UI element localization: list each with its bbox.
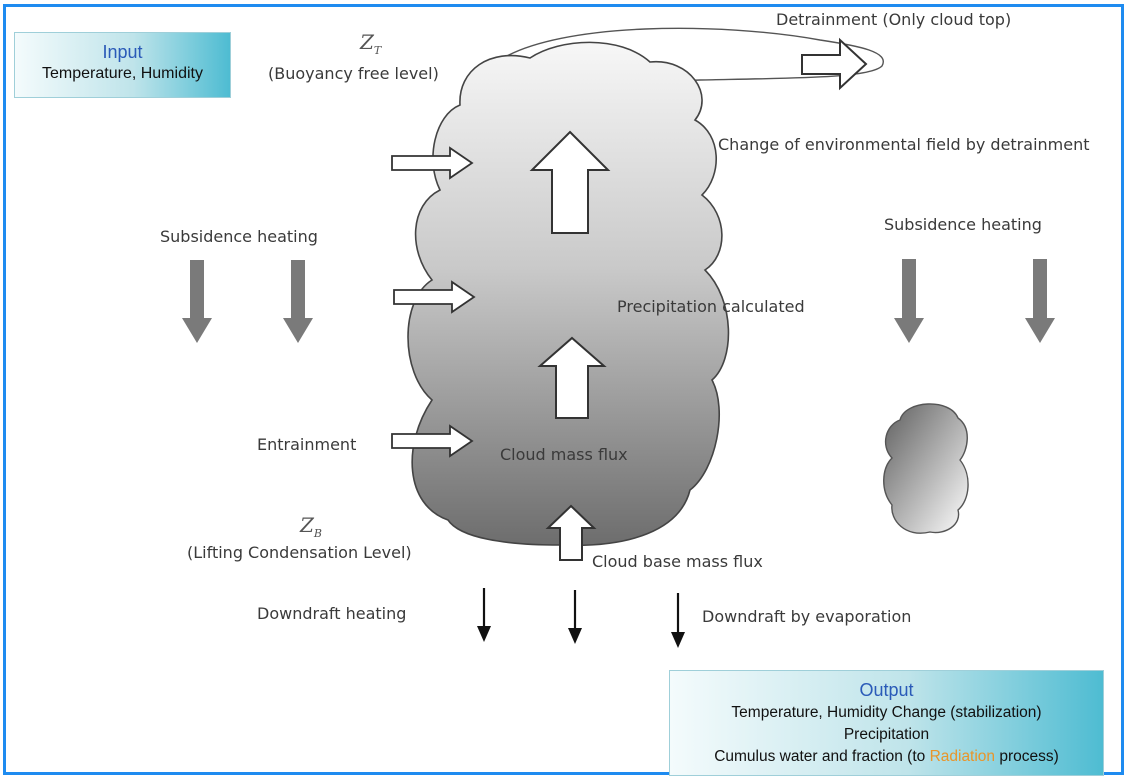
zb-symbol: ZB [300, 513, 322, 540]
downdraft-heating-label: Downdraft heating [257, 604, 407, 623]
input-text: Temperature, Humidity [42, 65, 203, 82]
env-change-label: Change of environmental field by detrain… [718, 135, 1090, 154]
detrainment-label: Detrainment (Only cloud top) [776, 10, 1012, 29]
detrainment-arrow [801, 37, 868, 91]
diagram-frame [3, 4, 1124, 775]
downdraft-evaporation-label: Downdraft by evaporation [702, 607, 912, 626]
output-line-1: Temperature, Humidity Change (stabilizat… [731, 704, 1042, 721]
zb-label: (Lifting Condensation Level) [187, 543, 412, 562]
entrainment-arrow-middle [393, 280, 476, 314]
downdraft-arrow-1 [477, 588, 491, 642]
entrainment-label: Entrainment [257, 435, 357, 454]
small-cloud [883, 403, 969, 534]
zt-symbol: ZT [360, 30, 382, 57]
output-box: Output Temperature, Humidity Change (sta… [669, 670, 1104, 776]
precipitation-label: Precipitation calculated [617, 297, 805, 316]
downdraft-arrow-3 [671, 593, 685, 648]
zt-label: (Buoyancy free level) [268, 64, 439, 83]
subsidence-right-label: Subsidence heating [884, 215, 1042, 234]
updraft-arrow-top [529, 130, 611, 234]
input-box: Input Temperature, Humidity [14, 32, 231, 98]
entrainment-arrow-top [391, 146, 474, 180]
downdraft-arrow-2 [568, 590, 582, 644]
subsidence-arrow-right-1 [894, 259, 924, 343]
input-title: Input [102, 42, 143, 62]
cloud-mass-flux-label: Cloud mass flux [500, 445, 628, 464]
output-title: Output [859, 680, 914, 700]
subsidence-arrow-right-2 [1025, 259, 1055, 343]
cloud-base-mass-flux-label: Cloud base mass flux [592, 552, 763, 571]
output-line-2: Precipitation [843, 726, 930, 743]
main-cloud [407, 41, 730, 547]
updraft-arrow-middle [537, 336, 607, 419]
entrainment-arrow-bottom [391, 424, 474, 458]
subsidence-arrow-left-1 [182, 260, 212, 343]
subsidence-left-label: Subsidence heating [160, 227, 318, 246]
subsidence-arrow-left-2 [283, 260, 313, 343]
output-line-3: Cumulus water and fraction (to Radiation… [714, 748, 1059, 765]
radiation-highlight: Radiation [929, 748, 996, 765]
cloud-base-arrow [545, 504, 597, 561]
